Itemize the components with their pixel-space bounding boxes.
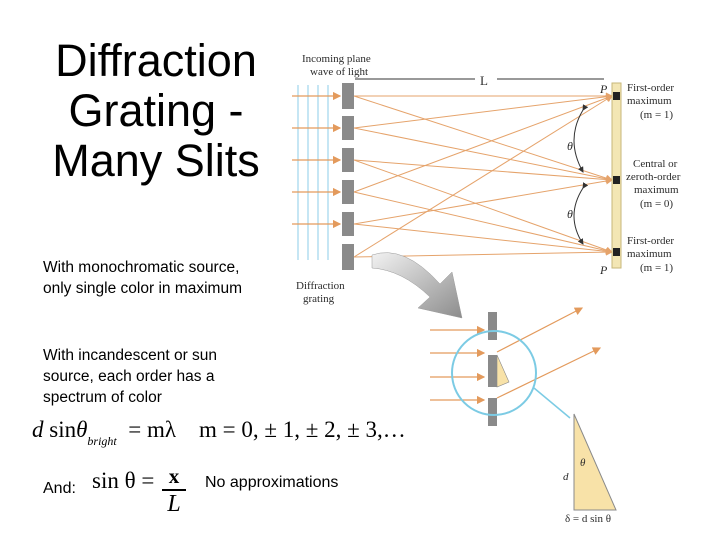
- grating-equation: d sinθbright = mλ m = 0, ± 1, ± 2, ± 3,…: [32, 417, 406, 448]
- first-bottom-3: (m = 1): [640, 262, 673, 274]
- p-label-bottom: P: [599, 263, 608, 277]
- zoom-arrow: [371, 252, 463, 319]
- first-top-3: (m = 1): [640, 109, 673, 121]
- fraction-denominator: L: [167, 490, 181, 517]
- zoom-connector: [533, 387, 571, 419]
- and-label: And:: [43, 480, 76, 497]
- theta-label-top: θ: [567, 139, 573, 153]
- incandescent-note: With incandescent or sun source, each or…: [43, 347, 218, 406]
- zoom-path-triangle: [496, 354, 510, 388]
- first-top-2: maximum: [627, 95, 672, 107]
- fraction-bar: [162, 489, 186, 491]
- triangle-delta-label: δ = d sin θ: [565, 513, 611, 525]
- fraction-numerator: x: [168, 464, 180, 488]
- incoming-rays: [292, 91, 342, 229]
- eq-subscript: bright: [87, 434, 117, 448]
- p-label-top: P: [599, 82, 608, 96]
- eq-theta: θ: [76, 417, 88, 442]
- zoom-rays: [430, 307, 602, 405]
- theta-label-bottom: θ: [567, 207, 573, 221]
- max-bottom-mark: [613, 248, 620, 256]
- central-1: Central or: [633, 158, 678, 170]
- triangle-d-label: d: [563, 471, 569, 483]
- diffracted-rays: [353, 92, 613, 258]
- incoming-label-2: wave of light: [310, 66, 368, 78]
- theta-arc-bottom: [573, 182, 589, 245]
- theta-arc-top: [573, 104, 589, 173]
- slide-title: Diffraction Grating - Many Slits: [40, 36, 272, 186]
- sin-lhs: sin θ =: [92, 468, 155, 493]
- eq-d: d: [32, 417, 44, 442]
- zoom-circle: [451, 330, 537, 416]
- no-approximations-note: No approximations: [205, 474, 339, 491]
- central-2: zeroth-order: [626, 171, 681, 183]
- x-over-L-fraction: x L: [162, 464, 186, 516]
- central-3: maximum: [634, 184, 679, 196]
- max-center-mark: [613, 176, 620, 184]
- grating-label-2: grating: [303, 293, 335, 305]
- grating-label-1: Diffraction: [296, 280, 345, 292]
- right-labels: First-order maximum (m = 1) Central or z…: [626, 82, 681, 274]
- first-top-1: First-order: [627, 82, 674, 94]
- first-bottom-1: First-order: [627, 235, 674, 247]
- eq-m-values: m = 0, ± 1, ± 2, ± 3,…: [199, 417, 406, 442]
- grating-slits: [342, 83, 354, 270]
- first-bottom-2: maximum: [627, 248, 672, 260]
- title-line-3: Many Slits: [52, 135, 260, 186]
- incoming-label-1: Incoming plane: [302, 53, 371, 65]
- zoom-slit-3: [488, 398, 497, 426]
- triangle-theta-label: θ: [580, 457, 586, 469]
- sin-equation: sin θ = x L: [92, 464, 186, 516]
- path-triangle: [573, 413, 617, 511]
- central-4: (m = 0): [640, 198, 673, 210]
- title-line-2: Grating -: [68, 85, 244, 136]
- screen: [611, 82, 622, 269]
- zoom-slit-1: [488, 312, 497, 340]
- max-top-mark: [613, 92, 620, 100]
- eq-sin: sin: [49, 417, 77, 442]
- zoom-slit-2: [488, 355, 497, 387]
- incoming-wavefronts: [297, 85, 329, 260]
- distance-label: L: [480, 73, 488, 88]
- monochromatic-note: With monochromatic source, only single c…: [43, 259, 242, 297]
- title-line-1: Diffraction: [55, 35, 257, 86]
- eq-rhs: = mλ: [128, 417, 177, 442]
